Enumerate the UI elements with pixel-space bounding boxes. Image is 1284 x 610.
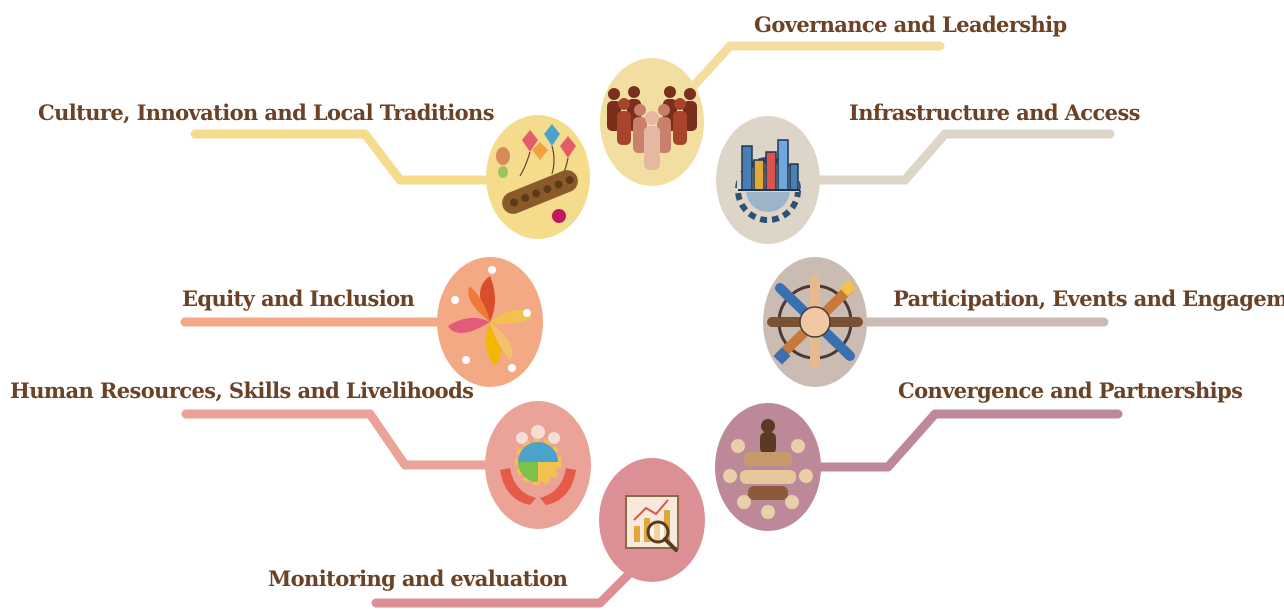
label-monitoring: Monitoring and evaluation: [268, 566, 568, 591]
label-governance: Governance and Leadership: [754, 12, 1067, 37]
joined-hands-icon: [763, 257, 867, 387]
connector-culture: [190, 129, 495, 185]
label-culture: Culture, Innovation and Local Traditions: [38, 100, 495, 125]
circle-of-people-icon: [715, 403, 821, 531]
city-gear-icon: [716, 116, 820, 244]
people-group-icon: [600, 58, 704, 186]
label-human-resources: Human Resources, Skills and Livelihoods: [10, 378, 474, 403]
label-convergence: Convergence and Partnerships: [898, 378, 1243, 403]
pinwheel-people-icon: [437, 257, 543, 387]
label-equity: Equity and Inclusion: [182, 286, 415, 311]
hands-holding-gear-icon: [485, 401, 591, 529]
chart-magnifier-icon: [599, 458, 705, 582]
connector-human-resources: [181, 409, 493, 470]
connector-infrastructure: [813, 129, 1115, 185]
connector-governance: [685, 41, 945, 95]
connector-convergence: [813, 409, 1123, 472]
connector-monitoring: [371, 570, 633, 608]
label-infrastructure: Infrastructure and Access: [849, 100, 1140, 125]
kites-and-board-game-icon: [486, 115, 590, 239]
label-participation: Participation, Events and Engagement: [893, 286, 1284, 311]
